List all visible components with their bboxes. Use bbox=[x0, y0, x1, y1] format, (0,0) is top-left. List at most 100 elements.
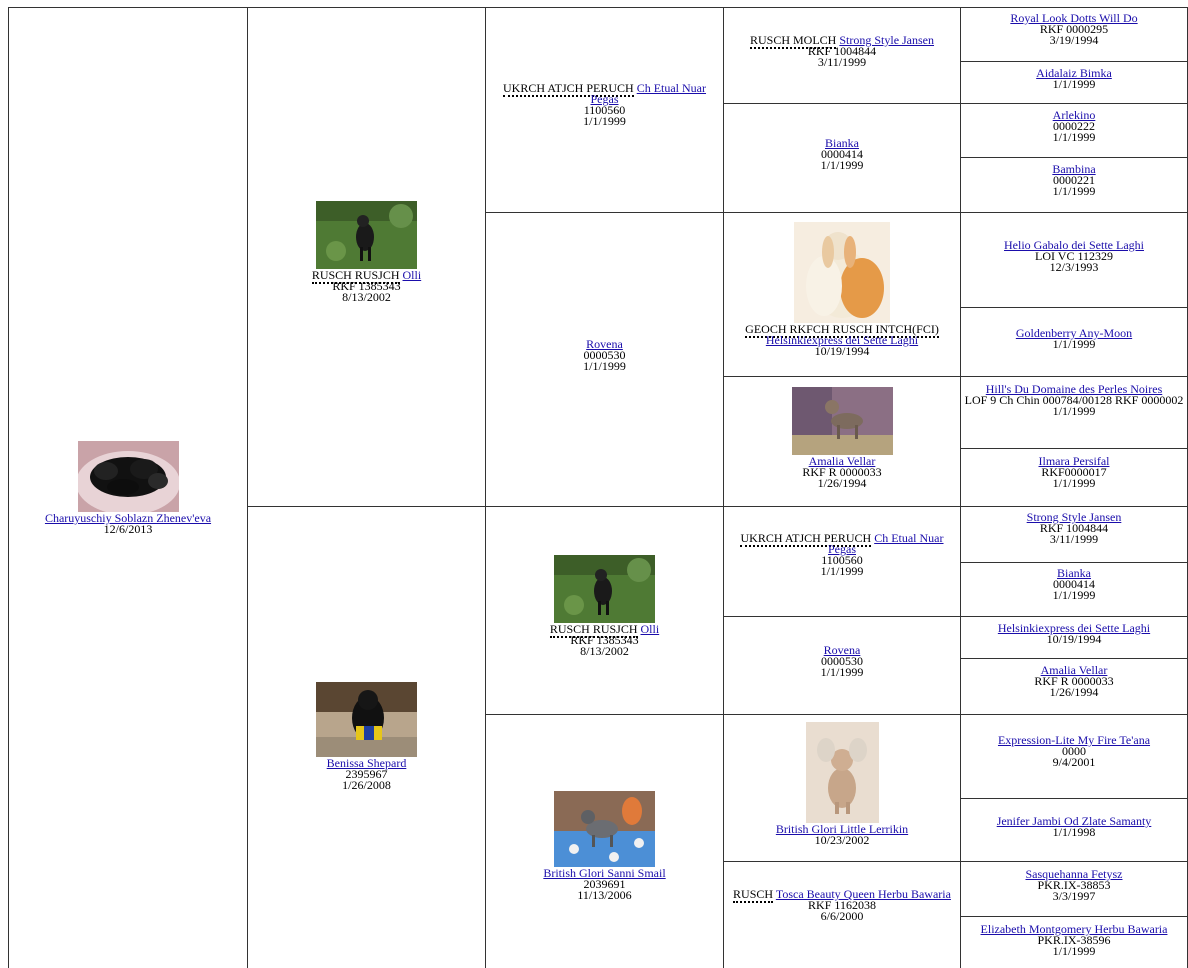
gen5-15-reg: PKR.IX-38853 bbox=[1037, 878, 1111, 892]
gen3-4-photo bbox=[554, 791, 655, 867]
gen5-9-date: 3/11/1999 bbox=[1049, 532, 1099, 546]
gen4-7-name-link[interactable]: British Glori Little Lerrikin bbox=[775, 822, 909, 836]
gen4-cell-2: Bianka 0000414 1/1/1999 bbox=[723, 103, 960, 212]
dam-name-link[interactable]: Benissa Shepard bbox=[326, 756, 407, 770]
gen4-cell-8: RUSCH Tosca Beauty Queen Herbu Bawaria R… bbox=[723, 861, 960, 968]
sire-photo bbox=[316, 201, 417, 269]
gen4-6-name-link[interactable]: Rovena bbox=[823, 643, 861, 657]
gen3-3-name-link[interactable]: Olli bbox=[640, 622, 660, 636]
gen4-8-titles: RUSCH bbox=[733, 887, 774, 903]
gen4-cell-3: GEOCH RKFCH RUSCH INTCH(FCI) Helsinkiexp… bbox=[723, 212, 960, 376]
gen4-1-titles: RUSCH MOLCH bbox=[749, 33, 837, 49]
gen5-10-name-link[interactable]: Bianka bbox=[1057, 566, 1091, 580]
gen5-cell-3: Arlekino 0000222 1/1/1999 bbox=[960, 103, 1188, 157]
gen4-7-date: 10/23/2002 bbox=[814, 833, 870, 847]
gen5-cell-2: Aidalaiz Bimka 1/1/1999 bbox=[960, 61, 1188, 103]
gen5-8-name-link[interactable]: Ilmara Persifal bbox=[1038, 454, 1110, 468]
gen5-3-reg: 0000222 bbox=[1053, 119, 1095, 133]
gen4-1-date: 3/11/1999 bbox=[817, 55, 867, 69]
gen3-2-reg: 0000530 bbox=[583, 348, 626, 362]
sire-cell: RUSCH RUSJCH Olli RKF 1385343 8/13/2002 bbox=[247, 7, 485, 506]
gen4-4-name-link[interactable]: Amalia Vellar bbox=[808, 454, 876, 468]
gen5-3-date: 1/1/1999 bbox=[1052, 130, 1096, 144]
gen4-5-titles: UKRCH ATJCH PERUCH bbox=[740, 531, 872, 547]
gen5-5-reg: LOI VC 112329 bbox=[1035, 249, 1113, 263]
gen4-cell-1: RUSCH MOLCH Strong Style Jansen RKF 1004… bbox=[723, 7, 960, 103]
gen4-3-photo bbox=[794, 222, 890, 323]
gen5-10-date: 1/1/1999 bbox=[1052, 588, 1096, 602]
gen5-12-date: 1/26/1994 bbox=[1049, 685, 1099, 699]
gen3-2-date: 1/1/1999 bbox=[583, 359, 626, 373]
puppies-photo bbox=[77, 441, 179, 512]
gen4-2-name-link[interactable]: Bianka bbox=[825, 136, 859, 150]
gen5-cell-1: Royal Look Dotts Will Do RKF 0000295 3/1… bbox=[960, 7, 1188, 61]
dam-date: 1/26/2008 bbox=[342, 778, 391, 792]
gen5-2-date: 1/1/1999 bbox=[1052, 77, 1096, 91]
gen4-6-reg: 0000530 bbox=[821, 654, 863, 668]
gen3-3-titles: RUSCH RUSJCH bbox=[549, 622, 638, 638]
dam-photo bbox=[316, 682, 417, 757]
gen5-1-reg: RKF 0000295 bbox=[1039, 22, 1109, 36]
gen5-4-name-link[interactable]: Bambina bbox=[1052, 162, 1096, 176]
gen4-5-reg: 1100560 bbox=[821, 553, 863, 567]
gen5-1-date: 3/19/1994 bbox=[1049, 33, 1099, 47]
gen5-2-name-link[interactable]: Aidalaiz Bimka bbox=[1036, 66, 1112, 80]
gen4-6-date: 1/1/1999 bbox=[820, 665, 864, 679]
gen5-cell-15: Sasquehanna Fetysz PKR.IX-38853 3/3/1997 bbox=[960, 861, 1188, 916]
gen5-16-reg: PKR.IX-38596 bbox=[1037, 933, 1111, 947]
gen3-4-name-link[interactable]: British Glori Sanni Smail bbox=[543, 866, 666, 880]
gen5-6-name-link[interactable]: Goldenberry Any-Moon bbox=[1015, 326, 1133, 340]
gen3-4-date: 11/13/2006 bbox=[577, 888, 632, 902]
gen3-4-reg: 2039691 bbox=[583, 877, 626, 891]
gen5-7-name-link[interactable]: Hill's Du Domaine des Perles Noires bbox=[985, 382, 1163, 396]
gen3-2-name-link[interactable]: Rovena bbox=[586, 337, 623, 351]
gen3-cell-4: British Glori Sanni Smail 2039691 11/13/… bbox=[485, 714, 723, 968]
gen4-cell-7: British Glori Little Lerrikin 10/23/2002 bbox=[723, 714, 960, 861]
gen4-4-reg: RKF R 0000033 bbox=[802, 465, 882, 479]
gen5-cell-13: Expression-Lite My Fire Te'ana 0000 9/4/… bbox=[960, 714, 1188, 798]
sire-titles: RUSCH RUSJCH bbox=[311, 268, 400, 284]
gen5-16-name-link[interactable]: Elizabeth Montgomery Herbu Bawaria bbox=[980, 922, 1168, 936]
gen4-4-photo bbox=[791, 387, 893, 455]
gen5-cell-4: Bambina 0000221 1/1/1999 bbox=[960, 157, 1188, 212]
gen4-4-date: 1/26/1994 bbox=[817, 476, 867, 490]
gen5-cell-5: Helio Gabalo dei Sette Laghi LOI VC 1123… bbox=[960, 212, 1188, 307]
gen5-5-date: 12/3/1993 bbox=[1049, 260, 1099, 274]
gen3-1-name-link[interactable]: Ch Etual Nuar Pegas bbox=[590, 81, 707, 106]
gen5-11-name-link[interactable]: Helsinkiexpress dei Sette Laghi bbox=[997, 621, 1151, 635]
gen5-14-name-link[interactable]: Jenifer Jambi Od Zlate Samanty bbox=[996, 814, 1152, 828]
gen5-cell-6: Goldenberry Any-Moon 1/1/1999 bbox=[960, 307, 1188, 376]
gen5-6-date: 1/1/1999 bbox=[1052, 337, 1096, 351]
gen5-5-name-link[interactable]: Helio Gabalo dei Sette Laghi bbox=[1004, 238, 1144, 252]
gen5-15-name-link[interactable]: Sasquehanna Fetysz bbox=[1025, 867, 1123, 881]
gen5-cell-12: Amalia Vellar RKF R 0000033 1/26/1994 bbox=[960, 658, 1188, 714]
gen5-cell-10: Bianka 0000414 1/1/1999 bbox=[960, 562, 1188, 616]
gen5-12-name-link[interactable]: Amalia Vellar bbox=[1040, 663, 1108, 677]
gen4-3-name-link[interactable]: Helsinkiexpress dei Sette Laghi bbox=[765, 333, 919, 347]
gen5-15-date: 3/3/1997 bbox=[1052, 889, 1096, 903]
gen5-13-name-link[interactable]: Expression-Lite My Fire Te'ana bbox=[997, 733, 1151, 747]
gen5-3-name-link[interactable]: Arlekino bbox=[1052, 108, 1096, 122]
gen3-3-photo bbox=[554, 555, 655, 623]
sire-date: 8/13/2002 bbox=[342, 290, 391, 304]
gen5-cell-14: Jenifer Jambi Od Zlate Samanty 1/1/1998 bbox=[960, 798, 1188, 861]
gen5-9-name-link[interactable]: Strong Style Jansen bbox=[1026, 510, 1122, 524]
subject-cell: Charuyuschiy Soblazn Zhenev'eva 12/6/201… bbox=[8, 7, 247, 968]
gen3-1-reg: 1100560 bbox=[583, 103, 626, 117]
gen4-8-reg: RKF 1162038 bbox=[808, 898, 876, 912]
gen5-cell-8: Ilmara Persifal RKF0000017 1/1/1999 bbox=[960, 448, 1188, 506]
gen4-5-name-link[interactable]: Ch Etual Nuar Pegas bbox=[828, 531, 944, 556]
subject-name-link[interactable]: Charuyuschiy Soblazn Zhenev'eva bbox=[44, 511, 212, 525]
gen4-1-name-link[interactable]: Strong Style Jansen bbox=[839, 33, 935, 47]
subject-date: 12/6/2013 bbox=[103, 522, 153, 536]
gen4-cell-5: UKRCH ATJCH PERUCH Ch Etual Nuar Pegas 1… bbox=[723, 506, 960, 616]
gen3-1-titles: UKRCH ATJCH PERUCH bbox=[502, 81, 634, 97]
gen5-cell-7: Hill's Du Domaine des Perles Noires LOF … bbox=[960, 376, 1188, 448]
gen5-1-name-link[interactable]: Royal Look Dotts Will Do bbox=[1010, 11, 1138, 25]
gen5-14-date: 1/1/1998 bbox=[1052, 825, 1096, 839]
sire-name-link[interactable]: Olli bbox=[402, 268, 422, 282]
dam-cell: Benissa Shepard 2395967 1/26/2008 bbox=[247, 506, 485, 968]
gen4-3-titles: GEOCH RKFCH RUSCH INTCH(FCI) bbox=[745, 322, 939, 338]
gen5-4-reg: 0000221 bbox=[1053, 173, 1095, 187]
gen4-8-name-link[interactable]: Tosca Beauty Queen Herbu Bawaria bbox=[775, 887, 951, 901]
